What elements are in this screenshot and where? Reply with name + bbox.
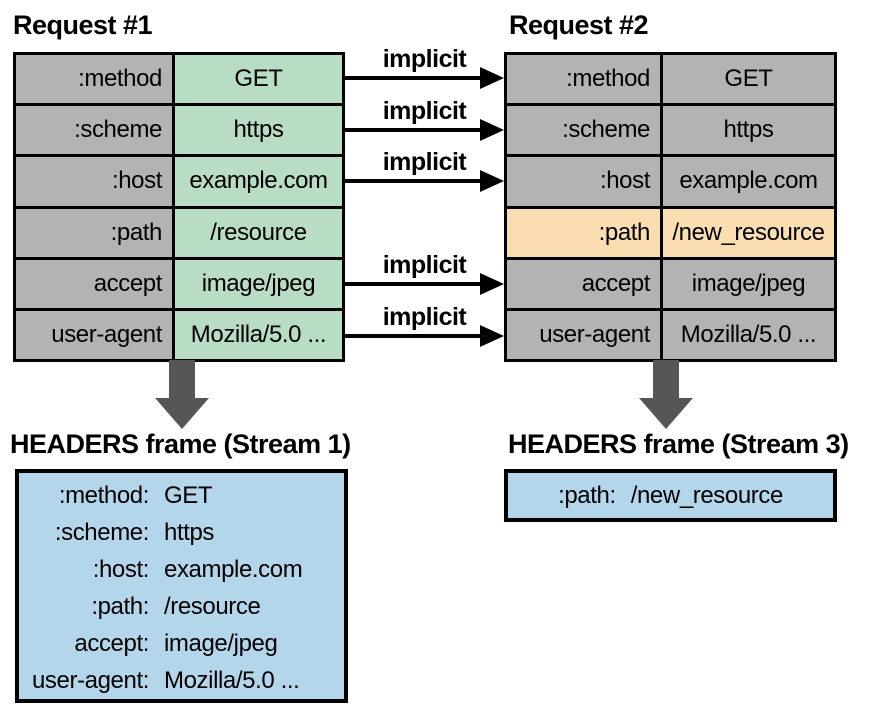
- arrow-line: [345, 76, 484, 80]
- frame3-headers-box: :path: /new_resource: [504, 469, 837, 522]
- frame-line: accept: image/jpeg: [19, 625, 344, 662]
- r2-user-agent-value-cell: Mozilla/5.0 ...: [663, 310, 834, 359]
- down-arrow-icon: [155, 360, 209, 429]
- r1-host-value-cell: example.com: [175, 157, 342, 206]
- implicit-label: implicit: [382, 148, 467, 176]
- implicit-label: implicit: [382, 251, 467, 279]
- frame1-headers-box: :method: GET :scheme: https :host: examp…: [15, 469, 348, 703]
- frame-line: :host: example.com: [19, 551, 344, 588]
- r1-path-value-cell: /resource: [175, 208, 342, 257]
- down-arrow-head: [639, 398, 693, 429]
- arrow-head-icon: [480, 273, 504, 295]
- implicit-label: implicit: [382, 303, 467, 331]
- header-name: accept:: [74, 629, 149, 657]
- r1-accept-value-cell: image/jpeg: [175, 259, 342, 308]
- r1-method-name-cell: :method: [16, 55, 172, 104]
- r1-scheme-value-cell: https: [175, 106, 342, 155]
- implicit-label: implicit: [382, 97, 467, 125]
- r1-path-name-cell: :path: [16, 208, 172, 257]
- frame-line: user-agent: Mozilla/5.0 ...: [19, 662, 344, 699]
- frame-line: :method: GET: [19, 477, 344, 514]
- header-value: image/jpeg: [164, 629, 278, 657]
- arrow-head-icon: [480, 67, 504, 89]
- frame1-title: HEADERS frame (Stream 1): [10, 429, 351, 459]
- arrow-head-icon: [480, 170, 504, 192]
- r2-path-name-cell: :path: [507, 208, 660, 257]
- arrow-line: [345, 282, 484, 286]
- r1-scheme-name-cell: :scheme: [16, 106, 172, 155]
- r2-host-value-cell: example.com: [663, 157, 834, 206]
- header-name: :method:: [58, 481, 150, 509]
- r2-scheme-value-cell: https: [663, 106, 834, 155]
- header-value: example.com: [164, 555, 303, 583]
- request1-title: Request #1: [13, 10, 153, 40]
- r2-user-agent-name-cell: user-agent: [507, 310, 660, 359]
- request1-table: :method GET :scheme https :host example.…: [13, 52, 345, 362]
- header-value: /new_resource: [630, 481, 783, 509]
- r1-method-value-cell: GET: [175, 55, 342, 104]
- down-arrow-icon: [639, 360, 693, 429]
- r2-path-value-cell: /new_resource: [663, 208, 834, 257]
- header-value: Mozilla/5.0 ...: [164, 666, 300, 694]
- header-value: /resource: [164, 592, 261, 620]
- r2-method-name-cell: :method: [507, 55, 660, 104]
- r1-host-name-cell: :host: [16, 157, 172, 206]
- arrow-line: [345, 334, 484, 338]
- arrow-head-icon: [480, 119, 504, 141]
- request2-table: :method GET :scheme https :host example.…: [504, 52, 837, 362]
- frame3-title: HEADERS frame (Stream 3): [508, 429, 849, 459]
- frame-line: :scheme: https: [19, 514, 344, 551]
- header-name: :path:: [91, 592, 149, 620]
- down-arrow-shaft: [653, 360, 679, 398]
- r2-scheme-name-cell: :scheme: [507, 106, 660, 155]
- request2-title: Request #2: [509, 10, 649, 40]
- implicit-label: implicit: [382, 45, 467, 73]
- r2-host-name-cell: :host: [507, 157, 660, 206]
- r2-accept-value-cell: image/jpeg: [663, 259, 834, 308]
- r1-user-agent-name-cell: user-agent: [16, 310, 172, 359]
- header-value: https: [164, 518, 215, 546]
- down-arrow-head: [155, 398, 209, 429]
- arrow-line: [345, 179, 484, 183]
- header-name: user-agent:: [31, 666, 149, 694]
- arrow-line: [345, 128, 484, 132]
- header-name: :scheme:: [54, 518, 150, 546]
- r2-accept-name-cell: accept: [507, 259, 660, 308]
- r1-accept-name-cell: accept: [16, 259, 172, 308]
- header-name: :host:: [92, 555, 150, 583]
- r2-method-value-cell: GET: [663, 55, 834, 104]
- frame-line: :path: /resource: [19, 588, 344, 625]
- header-value: GET: [164, 481, 213, 509]
- r1-user-agent-value-cell: Mozilla/5.0 ...: [175, 310, 342, 359]
- arrow-head-icon: [480, 325, 504, 347]
- header-name: :path:: [558, 481, 616, 509]
- down-arrow-shaft: [169, 360, 195, 398]
